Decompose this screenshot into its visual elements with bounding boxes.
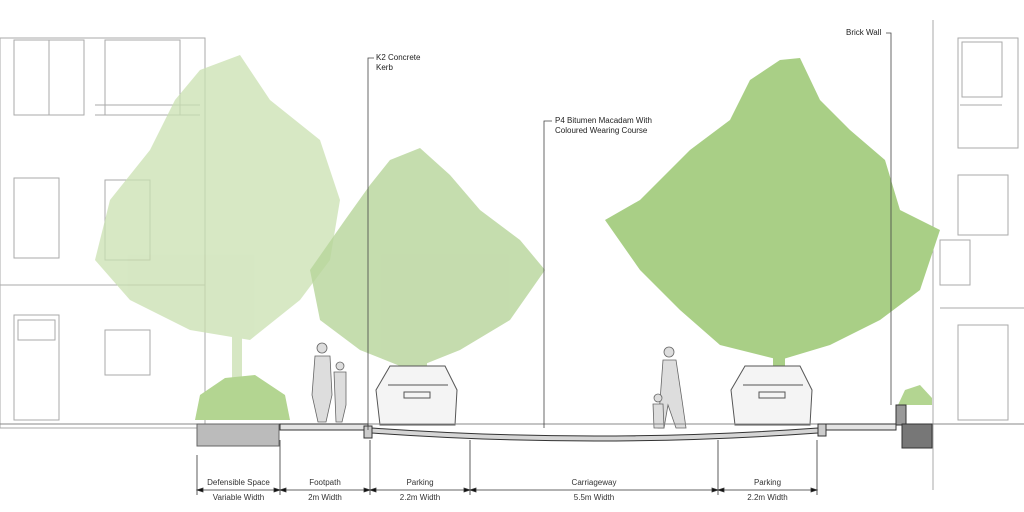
dim-parking-left-name: Parking — [406, 478, 434, 487]
left-building-facade — [0, 37, 206, 429]
parked-car-left — [375, 365, 458, 426]
dim-carriageway-width: 5.5m Width — [573, 493, 615, 502]
kerb-callout-line1: K2 Concrete — [376, 53, 421, 62]
tree-left — [95, 55, 340, 420]
kerb-leader — [367, 57, 374, 430]
dim-footpath-name: Footpath — [309, 478, 341, 487]
dim-parking-right-name: Parking — [753, 478, 782, 487]
dim-parking-left-width: 2.2m Width — [399, 493, 441, 502]
kerb-callout: K2 Concrete Kerb — [376, 53, 420, 73]
wall-leader — [886, 32, 892, 405]
dim-parking-right-width: 2.2m Width — [747, 493, 788, 502]
right-building-facade — [932, 20, 1024, 490]
surface-callout-line2: Coloured Wearing Course — [555, 126, 648, 135]
parked-car-right — [730, 365, 813, 426]
dim-footpath-width: 2m Width — [308, 493, 342, 502]
pedestrians-left — [311, 342, 347, 423]
kerb-callout-line2: Kerb — [376, 63, 393, 72]
shrub-right — [898, 385, 932, 405]
wall-callout: Brick Wall — [846, 28, 882, 37]
surface-callout-line1: P4 Bitumen Macadam With — [555, 116, 652, 125]
pedestrians-right — [652, 346, 687, 429]
ground-section — [0, 404, 1024, 449]
surface-callout: P4 Bitumen Macadam With Coloured Wearing… — [555, 116, 652, 136]
dim-defensible-width: Variable Width — [212, 493, 265, 502]
shrub-left — [195, 375, 290, 420]
tree-middle — [310, 148, 545, 420]
dimension-lines — [195, 440, 819, 495]
dim-carriageway-name: Carriageway — [571, 478, 617, 487]
surface-leader — [543, 120, 552, 428]
dim-defensible-name: Defensible Space — [207, 478, 270, 487]
